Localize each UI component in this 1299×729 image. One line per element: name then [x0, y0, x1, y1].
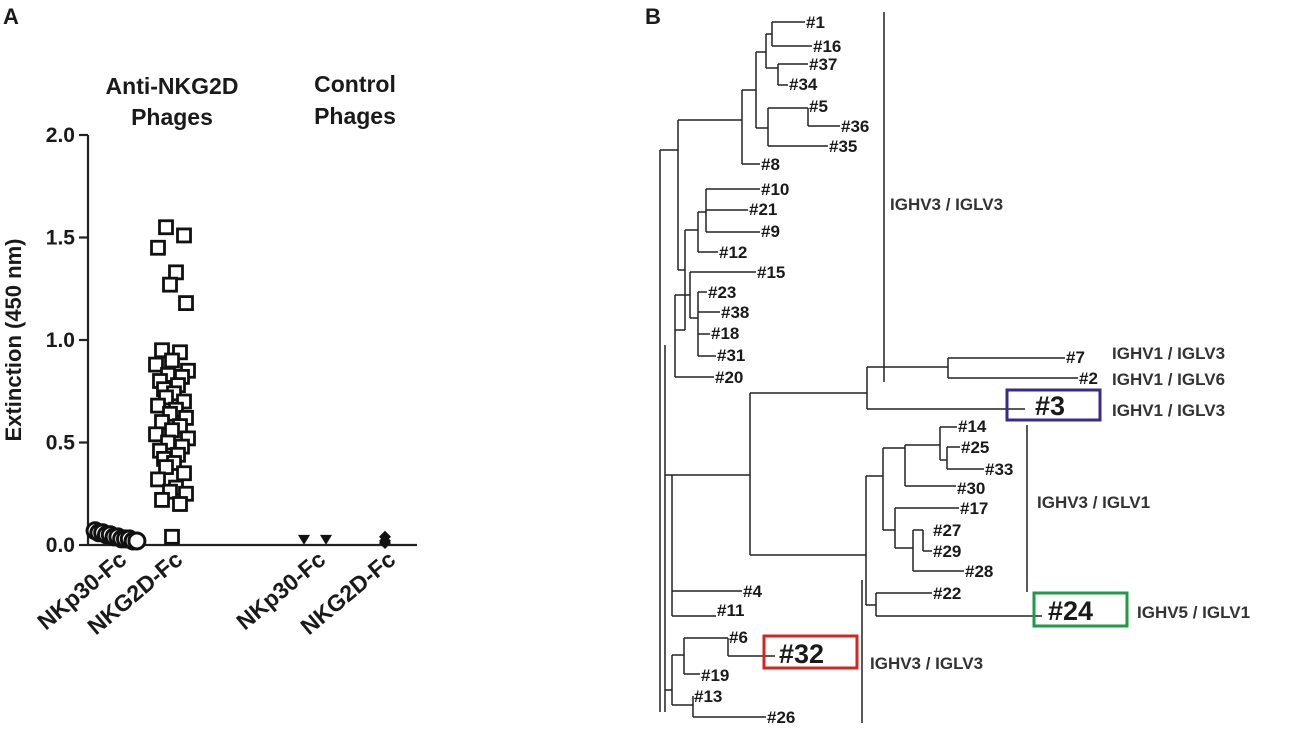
y-axis-ticks: 0.0 0.5 1.0 1.5 2.0 — [46, 124, 88, 557]
data-point-square — [148, 426, 164, 443]
leaf-label-23: #23 — [708, 283, 736, 302]
y-axis-label: Extinction (450 nm) — [1, 239, 26, 442]
group-title-anti-line2: Phages — [131, 104, 213, 130]
data-point-square — [178, 295, 194, 312]
leaf-label-5: #5 — [809, 97, 828, 116]
panel-a-letter: A — [3, 4, 19, 29]
leaf-label-10: #10 — [761, 180, 789, 199]
data-point-square — [154, 491, 170, 508]
clade-label-c4: IGHV1 / IGLV3 — [1112, 401, 1225, 420]
highlight-box-32 — [762, 634, 859, 670]
y-tick-label: 1.0 — [46, 329, 75, 352]
leaf-label-9: #9 — [761, 222, 780, 241]
clade-label-c5: IGHV3 / IGLV1 — [1037, 493, 1150, 512]
data-point-square — [148, 356, 164, 373]
clade-label-c7: IGHV3 / IGLV3 — [870, 654, 983, 673]
leaf-label-33: #33 — [985, 460, 1013, 479]
leaf-label-4: #4 — [743, 582, 762, 601]
leaf-label-17: #17 — [960, 499, 988, 518]
leaf-label-29: #29 — [933, 542, 961, 561]
data-point-triangle — [298, 534, 310, 545]
leaf-label-35: #35 — [829, 137, 857, 156]
clade-label-c3: IGHV1 / IGLV6 — [1112, 370, 1225, 389]
leaf-label-16: #16 — [813, 37, 841, 56]
clade-label-c1: IGHV3 / IGLV3 — [890, 195, 1003, 214]
leaf-label-21: #21 — [749, 200, 777, 219]
leaf-label-20: #20 — [715, 368, 743, 387]
clade-label-c6: IGHV5 / IGLV1 — [1137, 603, 1250, 622]
tree-branches — [659, 21, 1078, 718]
leaf-label-25: #25 — [961, 438, 989, 457]
data-point-square — [158, 459, 174, 476]
scatter-points — [85, 219, 391, 551]
data-point-triangle — [320, 534, 332, 545]
data-point-square — [150, 239, 166, 256]
leaf-label-15: #15 — [757, 263, 785, 282]
data-point-square — [172, 496, 188, 512]
y-tick-label: 0.0 — [46, 534, 75, 557]
data-point-circle — [127, 531, 147, 551]
panel-b: B — [645, 4, 1250, 727]
leaf-label-18: #18 — [711, 324, 739, 343]
panel-b-letter: B — [645, 4, 661, 29]
leaf-label-22: #22 — [933, 584, 961, 603]
leaf-label-2: #2 — [1079, 369, 1098, 388]
leaf-label-8: #8 — [761, 155, 780, 174]
leaf-label-26: #26 — [767, 708, 795, 727]
y-tick-label: 1.5 — [46, 227, 76, 250]
leaf-label-24: #24 — [1048, 596, 1093, 626]
leaf-label-19: #19 — [701, 666, 729, 685]
leaf-label-38: #38 — [721, 303, 749, 322]
leaf-label-28: #28 — [965, 562, 993, 581]
leaf-label-14: #14 — [958, 417, 987, 436]
y-tick-label: 2.0 — [46, 124, 75, 147]
leaf-label-36: #36 — [841, 117, 869, 136]
leaf-label-1: #1 — [806, 13, 825, 32]
data-point-square — [164, 352, 180, 369]
data-point-square — [150, 397, 166, 414]
data-point-square — [164, 528, 180, 545]
group-title-control-line1: Control — [314, 71, 396, 97]
leaf-label-27: #27 — [933, 521, 961, 540]
leaf-label-11: #11 — [717, 601, 744, 620]
data-point-square — [158, 219, 174, 236]
group-title-anti-line1: Anti-NKG2D — [106, 73, 239, 99]
leaf-label-32: #32 — [779, 639, 824, 669]
leaf-label-30: #30 — [957, 479, 985, 498]
leaf-label-37: #37 — [809, 55, 837, 74]
data-point-square — [176, 465, 192, 482]
data-point-diamond — [379, 536, 391, 549]
data-point-square — [150, 471, 166, 488]
leaf-label-12: #12 — [719, 243, 747, 262]
y-tick-label: 0.5 — [46, 432, 76, 455]
leaf-label-31: #31 — [717, 346, 745, 365]
leaf-label-3: #3 — [1035, 391, 1065, 421]
data-point-square — [162, 276, 178, 293]
highlight-box-24 — [1032, 591, 1129, 628]
group-title-control-line2: Phages — [314, 103, 396, 129]
clade-separators — [861, 12, 1028, 723]
highlight-box-3 — [1005, 388, 1102, 422]
leaf-label-13: #13 — [694, 687, 722, 706]
panel-a: A Anti-NKG2D Phages Control Phages Extin… — [1, 4, 417, 640]
clade-label-c2: IGHV1 / IGLV3 — [1112, 344, 1225, 363]
leaf-label-34: #34 — [789, 75, 818, 94]
leaf-label-7: #7 — [1066, 348, 1085, 367]
data-point-square — [176, 227, 192, 244]
leaf-label-6: #6 — [729, 628, 748, 647]
tree-leaf-labels: #1#16#37#34#5#36#35#8#10#21#9#12#15#23#3… — [694, 13, 1098, 727]
